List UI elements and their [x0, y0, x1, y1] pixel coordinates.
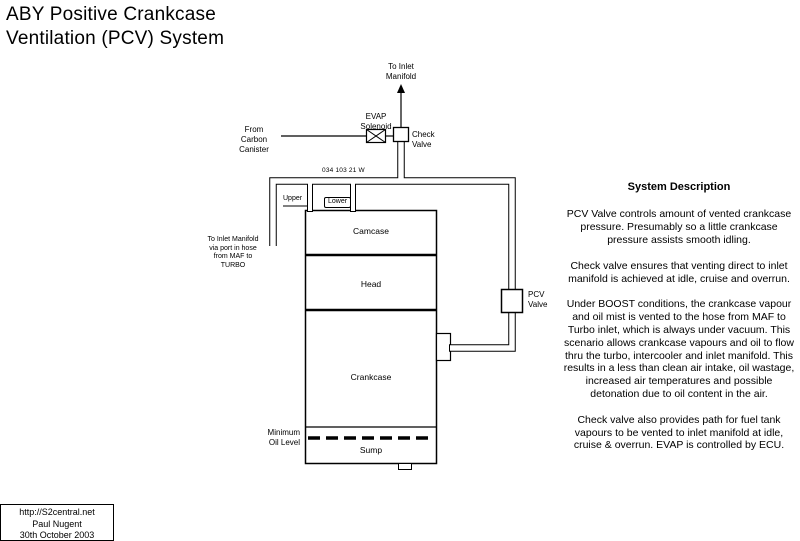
- description-paragraph-3: Under BOOST conditions, the crankcase va…: [563, 298, 795, 400]
- system-description-panel: System Description PCV Valve controls am…: [560, 181, 798, 465]
- description-paragraph-2: Check valve ensures that venting direct …: [568, 259, 790, 285]
- pipe-main-run-core: [270, 178, 515, 351]
- minimum-oil-level-label: Minimum Oil Level: [267, 428, 300, 447]
- engine-section-label-crankcase: Crankcase: [350, 372, 392, 382]
- engine-section-label-sump: Sump: [359, 445, 383, 455]
- pcv-valve-label: PCV Valve: [528, 290, 548, 309]
- upper-port-label: Upper: [283, 195, 303, 202]
- engine-block-outline: [304, 209, 438, 465]
- check-valve-icon: [392, 126, 410, 143]
- credit-author: Paul Nugent: [32, 518, 82, 529]
- check-valve-label: Check Valve: [412, 130, 435, 149]
- crankcase-breather-stub: [435, 332, 452, 362]
- to-inlet-manifold-label: To Inlet Manifold: [385, 62, 417, 81]
- engine-section-label-camcase: Camcase: [353, 226, 389, 236]
- sump-drain-notch: [398, 463, 412, 470]
- engine-block: [304, 209, 452, 470]
- lower-port-label: Lower: [324, 197, 352, 208]
- description-paragraph-4: Check valve also provides path for fuel …: [573, 413, 785, 452]
- evap-solenoid-label: EVAP Solenoid: [360, 112, 392, 131]
- system-description-heading: System Description: [627, 181, 731, 193]
- to-inlet-via-maf-label: To Inlet Manifold via port in hose from …: [207, 236, 259, 269]
- credit-url: http://S2central.net: [19, 507, 95, 517]
- page-title: ABY Positive Crankcase Ventilation (PCV)…: [6, 4, 225, 49]
- credit-date: 30th October 2003: [19, 530, 95, 541]
- hose-part-number: 034 103 21 W: [322, 167, 365, 174]
- engine-section-label-head: Head: [360, 279, 382, 289]
- credit-box: http://S2central.net Paul Nugent 30th Oc…: [0, 504, 114, 541]
- pcv-valve-icon: [500, 288, 524, 314]
- flow-arrow-up-icon: [397, 84, 405, 93]
- description-paragraph-1: PCV Valve controls amount of vented cran…: [566, 208, 792, 246]
- hose-network: [269, 140, 516, 352]
- evap-solenoid-icon: [365, 128, 387, 144]
- from-carbon-canister-label: From Carbon Canister: [239, 125, 269, 154]
